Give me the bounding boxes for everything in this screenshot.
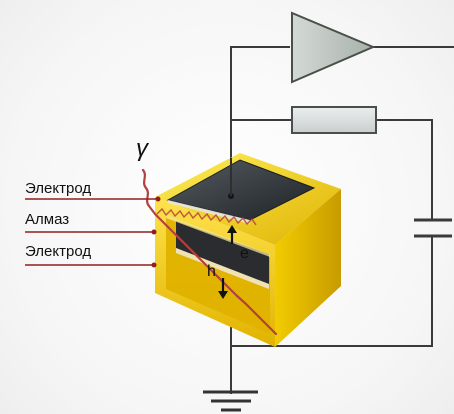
diamond-detector: [155, 153, 341, 347]
hole-arrow-head: [218, 291, 228, 299]
feedback-right-wire: [376, 119, 433, 220]
bias-return-wire: [231, 236, 433, 347]
ground-symbol: [203, 390, 258, 412]
electron-arrow-head: [227, 225, 237, 233]
circuit-wiring: [230, 46, 454, 394]
resistor-symbol: [291, 106, 377, 134]
electrode-top-dot: [155, 196, 161, 202]
gamma-ray-zigzag-overlay: [156, 207, 257, 226]
top-electrode-edge: [168, 200, 250, 224]
front-inner-highlight: [166, 214, 270, 257]
top-electrode-plate: [166, 159, 316, 221]
electrode-top-label: Электрод: [25, 180, 91, 197]
diamond-dot: [151, 229, 157, 235]
electrode-bottom-label: Электрод: [25, 243, 91, 260]
electron-label: e: [240, 245, 249, 262]
bottom-electrode-plate: [176, 221, 269, 284]
hole-label: h: [207, 263, 216, 280]
electrode-bottom-dot: [151, 262, 157, 268]
capacitor-symbol: [414, 218, 452, 238]
gamma-label: γ: [136, 135, 150, 162]
amplifier-symbol: [291, 11, 376, 84]
amplifier-input-wire: [230, 46, 290, 158]
diamond-side-face: [275, 189, 341, 347]
diamond-label: Алмаз: [25, 211, 69, 228]
gamma-ray-path: [141, 168, 278, 336]
